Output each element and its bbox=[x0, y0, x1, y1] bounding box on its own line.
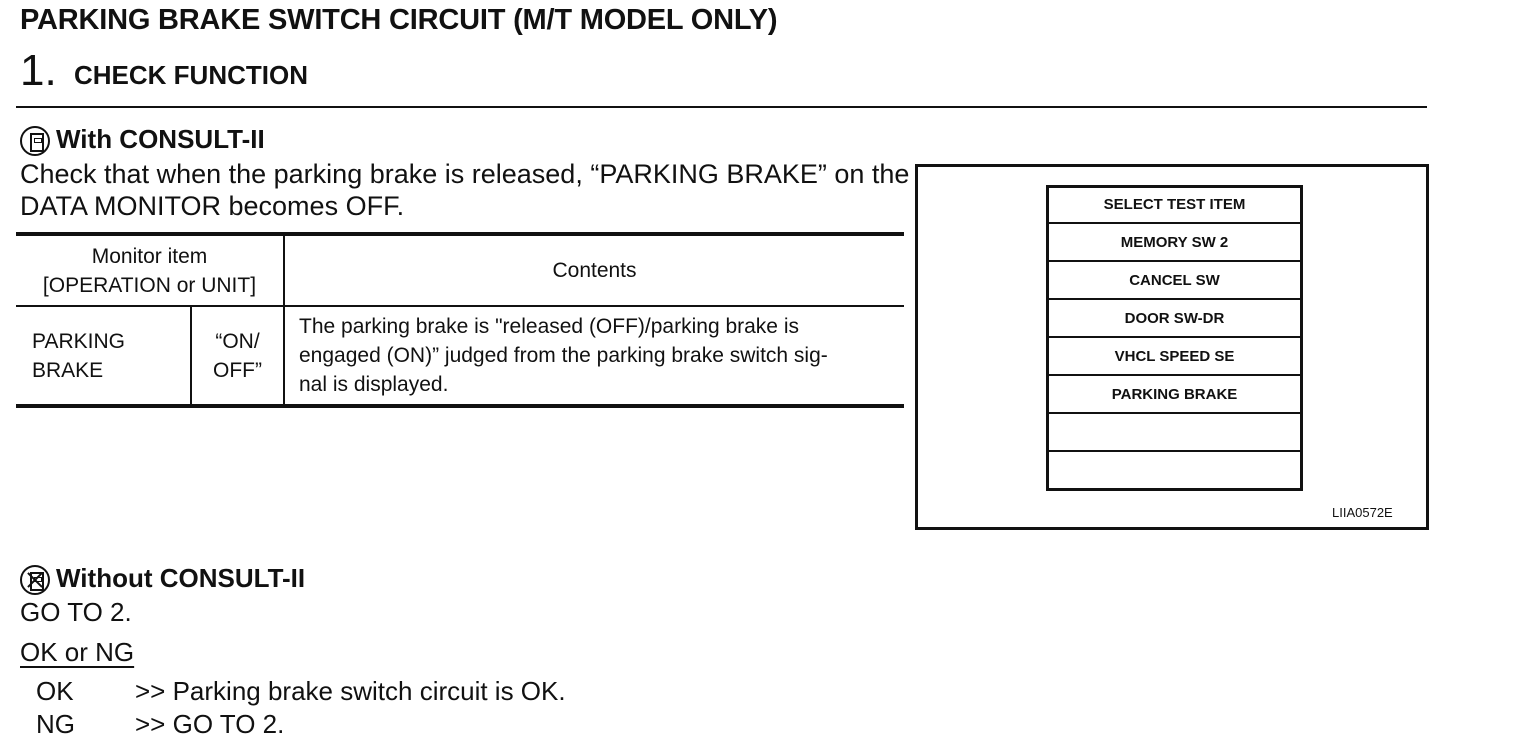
step-number: 1. bbox=[20, 46, 57, 95]
header-divider bbox=[16, 106, 1427, 108]
without-consult-heading: Without CONSULT-II bbox=[20, 563, 306, 596]
without-consult-heading-text: Without CONSULT-II bbox=[56, 563, 306, 593]
step-title: CHECK FUNCTION bbox=[74, 60, 308, 90]
header-monitor-item-line2: [OPERATION or UNIT] bbox=[42, 273, 257, 297]
with-consult-heading-text: With CONSULT-II bbox=[56, 124, 265, 154]
table-row: PARKING BRAKE “ON/ OFF” The parking brak… bbox=[16, 306, 904, 406]
header-monitor-item: Monitor item [OPERATION or UNIT] bbox=[16, 234, 284, 306]
ok-result-row: OK >> Parking brake switch circuit is OK… bbox=[0, 676, 700, 708]
monitor-item-name-line1: PARKING bbox=[32, 329, 125, 353]
contents-line1: The parking brake is "released (OFF)/par… bbox=[299, 315, 799, 338]
without-consult-instruction: GO TO 2. bbox=[20, 597, 132, 627]
test-item-empty bbox=[1049, 450, 1300, 488]
test-item-vhcl-speed-se: VHCL SPEED SE bbox=[1049, 336, 1300, 374]
ng-result-row: NG >> GO TO 2. bbox=[0, 709, 700, 741]
header-contents: Contents bbox=[283, 234, 904, 306]
test-item-door-sw-dr: DOOR SW-DR bbox=[1049, 298, 1300, 336]
header-monitor-item-line1: Monitor item bbox=[91, 244, 208, 268]
monitor-item-value-line1: “ON/ bbox=[215, 329, 260, 353]
test-item-cancel-sw: CANCEL SW bbox=[1049, 260, 1300, 298]
contents-line3: nal is displayed. bbox=[299, 373, 449, 396]
no-consult-icon bbox=[20, 565, 50, 596]
page-title: PARKING BRAKE SWITCH CIRCUIT (M/T MODEL … bbox=[20, 4, 778, 36]
select-test-item-list: SELECT TEST ITEM MEMORY SW 2 CANCEL SW D… bbox=[1046, 185, 1303, 491]
consult-screen-figure bbox=[915, 164, 1429, 530]
monitor-item-name: PARKING BRAKE bbox=[16, 306, 191, 406]
ok-result-text: >> Parking brake switch circuit is OK. bbox=[135, 676, 566, 706]
monitor-item-contents: The parking brake is "released (OFF)/par… bbox=[283, 306, 904, 406]
ng-label: NG bbox=[36, 709, 75, 739]
ok-label: OK bbox=[36, 676, 74, 706]
monitor-item-value: “ON/ OFF” bbox=[190, 306, 284, 406]
table-header-row: Monitor item [OPERATION or UNIT] Content… bbox=[16, 234, 904, 306]
monitor-item-value-line2: OFF” bbox=[213, 358, 262, 382]
figure-id: LIIA0572E bbox=[1332, 505, 1393, 520]
contents-line2: engaged (ON)” judged from the parking br… bbox=[299, 344, 828, 367]
monitor-table: Monitor item [OPERATION or UNIT] Content… bbox=[16, 232, 904, 408]
consult-tester-icon bbox=[20, 126, 50, 157]
monitor-item-name-line2: BRAKE bbox=[32, 358, 104, 382]
ng-result-text: >> GO TO 2. bbox=[135, 709, 285, 739]
with-consult-instruction: Check that when the parking brake is rel… bbox=[20, 159, 910, 221]
test-item-memory-sw-2: MEMORY SW 2 bbox=[1049, 222, 1300, 260]
ok-ng-heading: OK or NG bbox=[20, 637, 135, 667]
select-test-item-header: SELECT TEST ITEM bbox=[1103, 196, 1246, 213]
test-item-empty bbox=[1049, 412, 1300, 450]
test-item-parking-brake: PARKING BRAKE bbox=[1049, 374, 1300, 412]
with-consult-heading: With CONSULT-II bbox=[20, 124, 265, 157]
